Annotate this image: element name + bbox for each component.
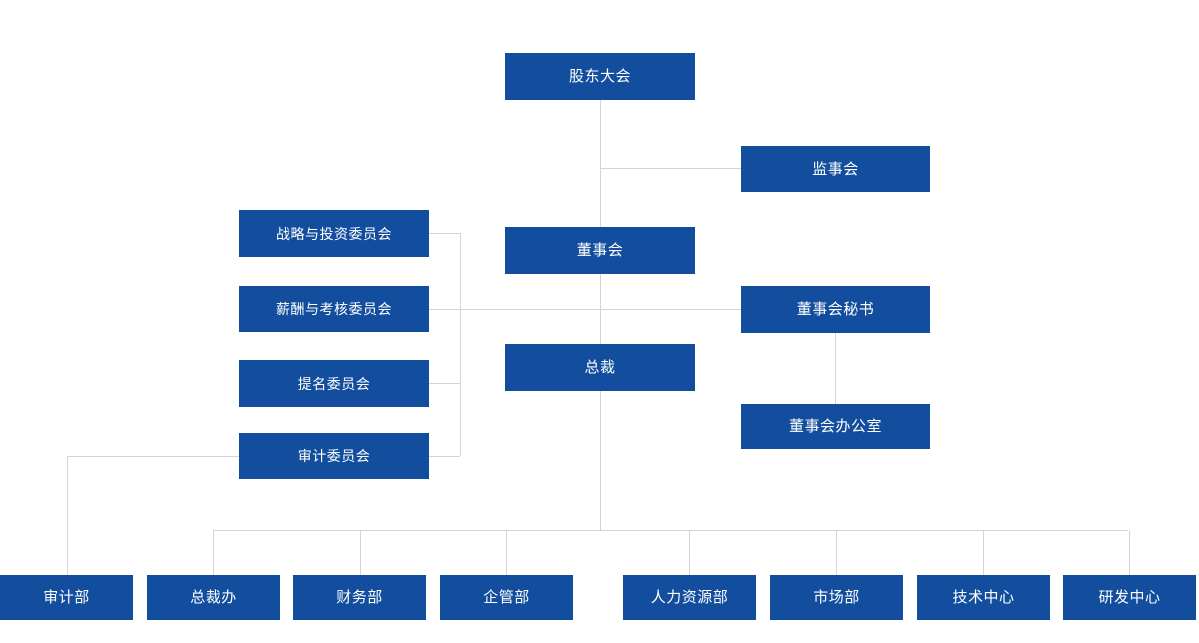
node-department[interactable]: 研发中心 [1063, 575, 1196, 620]
node-board-secretary[interactable]: 董事会秘书 [741, 286, 930, 333]
connector-secretary-to-board-office [835, 333, 836, 404]
connector-audit-committee-elbow-v [67, 456, 68, 575]
connector-audit-committee-elbow-h [67, 456, 239, 457]
node-department[interactable]: 企管部 [440, 575, 573, 620]
connector-drop-human-resources [689, 530, 690, 575]
connector-drop-technology-center [983, 530, 984, 575]
connector-president-to-department-bus [600, 391, 601, 530]
connector-committee-stub-compensation [429, 309, 460, 310]
node-board-office[interactable]: 董事会办公室 [741, 404, 930, 449]
connector-drop-president-office [213, 530, 214, 575]
node-department[interactable]: 总裁办 [147, 575, 280, 620]
connector-drop-marketing [836, 530, 837, 575]
node-nomination-committee[interactable]: 提名委员会 [239, 360, 429, 407]
connector-shareholders-to-board-trunk [600, 100, 601, 227]
connector-committee-stub-strategy [429, 233, 460, 234]
node-shareholders-meeting[interactable]: 股东大会 [505, 53, 695, 100]
node-strategy-investment-committee[interactable]: 战略与投资委员会 [239, 210, 429, 257]
node-department[interactable]: 市场部 [770, 575, 903, 620]
node-compensation-appraisal-committee[interactable]: 薪酬与考核委员会 [239, 286, 429, 332]
node-audit-committee[interactable]: 审计委员会 [239, 433, 429, 479]
connector-drop-rnd-center [1129, 530, 1130, 575]
connector-committee-bus-vertical [460, 233, 461, 456]
node-board-of-directors[interactable]: 董事会 [505, 227, 695, 274]
connector-drop-finance [360, 530, 361, 575]
connector-drop-enterprise-mgmt [506, 530, 507, 575]
connector-committee-stub-audit [429, 456, 460, 457]
connector-department-bus-horizontal [213, 530, 1128, 531]
connector-committee-bus-to-secretary [460, 309, 741, 310]
node-department[interactable]: 人力资源部 [623, 575, 756, 620]
connector-committee-stub-nomination [429, 383, 460, 384]
node-president[interactable]: 总裁 [505, 344, 695, 391]
node-board-of-supervisors[interactable]: 监事会 [741, 146, 930, 192]
node-department[interactable]: 审计部 [0, 575, 133, 620]
node-department[interactable]: 技术中心 [917, 575, 1050, 620]
connector-shareholders-to-supervisors-branch [600, 168, 741, 169]
node-department[interactable]: 财务部 [293, 575, 426, 620]
